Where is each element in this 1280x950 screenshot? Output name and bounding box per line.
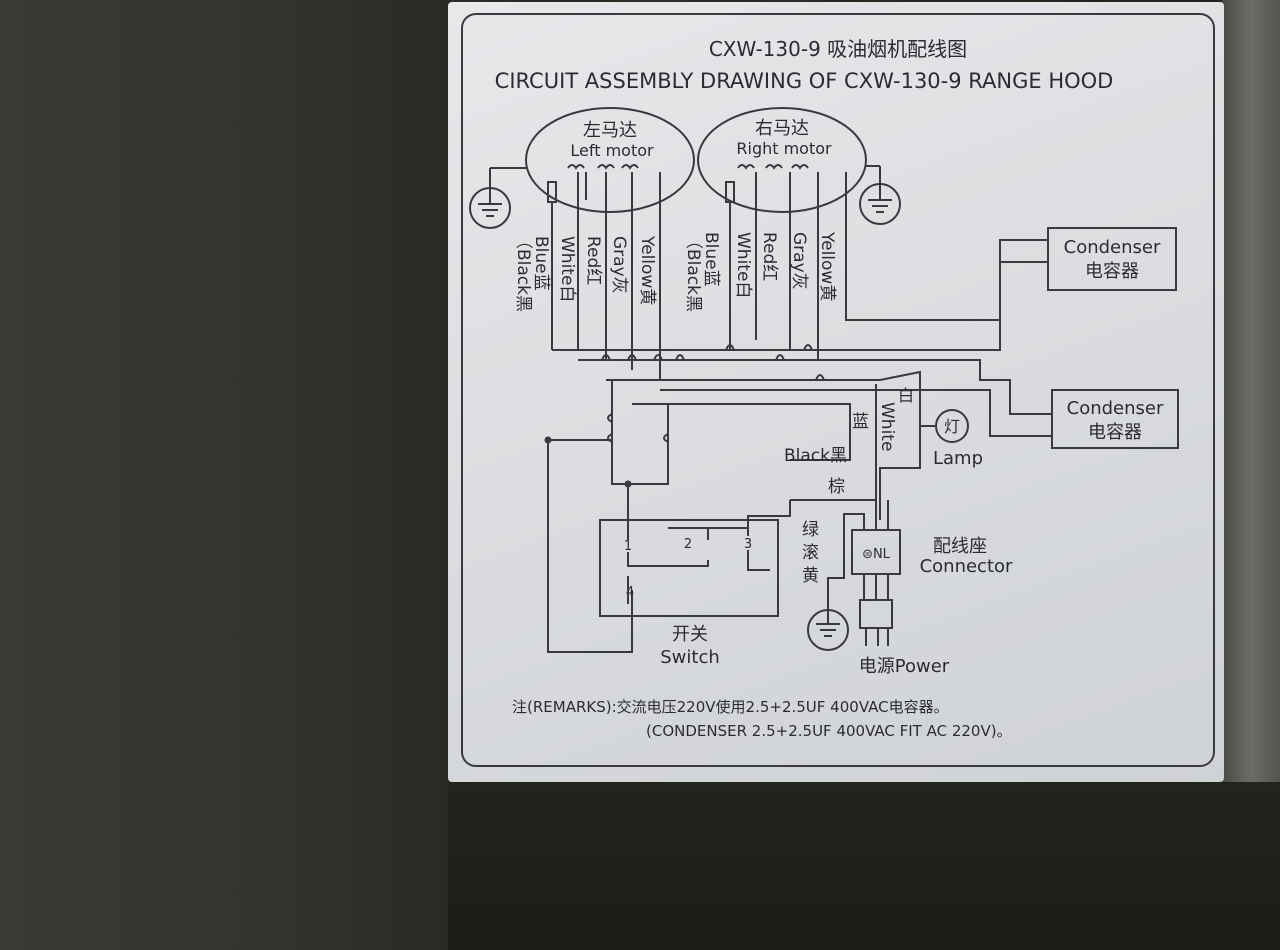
lamp-label-en: Lamp	[933, 448, 983, 469]
switch-internal-wires	[627, 500, 791, 604]
right-motor-leads	[729, 172, 1048, 360]
gy-label-2: 滚	[802, 543, 819, 563]
condenser-top-cn: 电容器	[1085, 261, 1139, 282]
switch-ground-loop	[547, 439, 633, 653]
lamp-wire-white-cn: 白	[898, 386, 914, 405]
switch-terminal-2: 2	[684, 537, 692, 552]
ground-icon-right	[859, 166, 901, 225]
lamp-label-cn: 灯	[944, 417, 960, 436]
right-wire-gray: Gray灰	[789, 232, 809, 290]
label-frame	[461, 13, 1215, 767]
left-wire-labels: （Black黑 Blue蓝 White白 Red红 Gray灰 Yellow黄	[513, 232, 657, 312]
title-cn: CXW-130-9 吸油烟机配线图	[709, 37, 967, 61]
wire-crossings	[601, 344, 825, 443]
lamp-icon	[920, 409, 969, 443]
condenser-mid-en: Condenser	[1067, 398, 1164, 419]
lamp-wire-white-label: White	[877, 402, 897, 451]
metal-panel-left	[0, 0, 448, 950]
right-wire-blue: Blue蓝	[701, 232, 721, 287]
left-motor-label-en: Left motor	[570, 141, 654, 160]
switch-terminal-1: 1	[624, 539, 632, 554]
right-wire-black: （Black黑	[683, 232, 703, 312]
right-motor-label-cn: 右马达	[755, 118, 809, 139]
right-wire-labels: （Black黑 Blue蓝 White白 Red红 Gray灰 Yellow黄	[683, 231, 837, 312]
lamp-wire-blue-label: 蓝	[852, 412, 869, 432]
left-motor-circle	[525, 107, 695, 213]
connector-terminals: ⊜NL	[862, 547, 891, 562]
black-wire-label: Black黑	[784, 446, 847, 466]
switch-terminal-3: 3	[744, 537, 752, 552]
switch-label-cn: 开关	[672, 624, 708, 645]
switch-box	[599, 519, 779, 617]
right-wire-red: Red红	[759, 232, 779, 281]
condenser-top-box	[1047, 227, 1177, 291]
power-plug-body	[859, 599, 893, 629]
condenser-mid-cn: 电容器	[1088, 422, 1142, 443]
left-wire-black: （Black黑	[513, 232, 533, 312]
right-wire-white: White白	[733, 232, 753, 298]
ground-icon-power	[807, 592, 849, 651]
switch-terminal-4: 4	[626, 585, 634, 600]
connector-label-cn: 配线座	[933, 536, 987, 557]
left-motor-label-cn: 左马达	[583, 120, 637, 141]
ground-icon-left	[469, 168, 511, 229]
remarks-cn: 注(REMARKS):交流电压220V使用2.5+2.5UF 400VAC电容器…	[512, 698, 949, 716]
connector-label-en: Connector	[920, 556, 1013, 577]
switch-label-en: Switch	[660, 647, 720, 668]
left-wire-white: White白	[557, 236, 577, 302]
bus-wire-1	[552, 239, 1048, 351]
condenser-mid-box	[1051, 389, 1179, 449]
bus-wire-4	[632, 403, 851, 461]
switch-feed	[611, 380, 669, 485]
right-motor-label-en: Right motor	[736, 139, 832, 158]
left-wire-yellow: Yellow黄	[637, 235, 657, 305]
bus-wire-3	[606, 370, 921, 400]
power-label: 电源Power	[859, 656, 950, 677]
condenser-top-en: Condenser	[1064, 237, 1161, 258]
left-wire-red: Red红	[583, 236, 603, 285]
left-wire-blue: Blue蓝	[531, 236, 551, 291]
right-motor-coil	[737, 164, 809, 170]
left-wire-gray: Gray灰	[609, 236, 629, 294]
left-motor-leads	[551, 172, 661, 380]
gy-label-1: 绿	[802, 520, 819, 540]
bus-wire-2	[578, 359, 1052, 415]
title-en: CIRCUIT ASSEMBLY DRAWING OF CXW-130-9 RA…	[495, 69, 1114, 93]
brown-wire-label: 棕	[828, 477, 845, 497]
gy-label-3: 黄	[802, 566, 819, 586]
right-motor-circle	[697, 107, 867, 213]
right-wire-yellow: Yellow黄	[817, 231, 837, 301]
metal-panel-bottom	[448, 782, 1280, 950]
remarks-en: (CONDENSER 2.5+2.5UF 400VAC FIT AC 220V)…	[646, 722, 1012, 740]
power-plug-pins	[865, 628, 889, 646]
left-motor-coil	[567, 164, 639, 170]
bus-wire-5	[660, 389, 1052, 437]
